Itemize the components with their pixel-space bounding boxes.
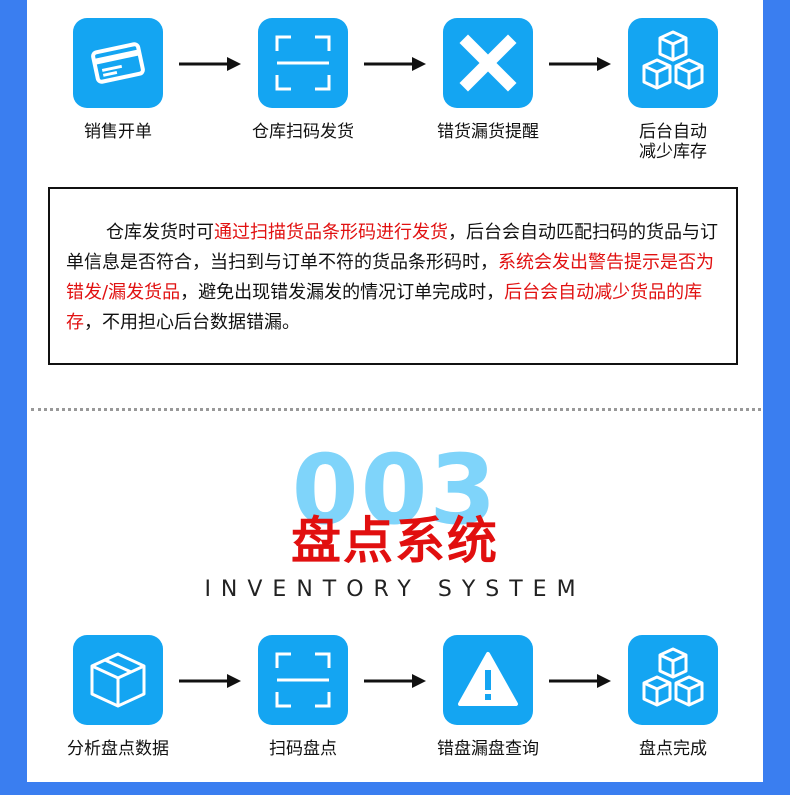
- step-label: 销售开单: [84, 122, 152, 142]
- scan-icon: [258, 635, 348, 725]
- desc-text: ，不用担心后台数据错漏。: [84, 312, 300, 333]
- step-label: 盘点完成: [639, 739, 707, 759]
- flow-step-analyze-data: 分析盘点数据: [53, 635, 183, 759]
- desc-highlight: 通过扫描货品条形码进行发货: [214, 222, 448, 243]
- box-icon: [73, 635, 163, 725]
- dotted-divider: [31, 408, 761, 411]
- step-label: 仓库扫码发货: [252, 122, 354, 142]
- warning-icon: [443, 635, 533, 725]
- flow-step-warehouse-scan: 仓库扫码发货: [238, 18, 368, 142]
- desc-highlight: 后台会自动减少货品的库存: [66, 282, 703, 333]
- flow-step-scan-count: 扫码盘点: [238, 635, 368, 759]
- arrow-right-icon: [549, 57, 611, 71]
- step-label: 扫码盘点: [269, 739, 337, 759]
- step-label: 错货漏货提醒: [437, 122, 539, 142]
- section-subtitle: INVENTORY SYSTEM: [204, 577, 586, 602]
- arrow-right-icon: [364, 674, 426, 688]
- arrow-right-icon: [179, 57, 241, 71]
- content-panel: 销售开单 仓库扫码发货: [27, 0, 763, 782]
- boxes-icon: [628, 18, 718, 108]
- description-box: 仓库发货时可通过扫描货品条形码进行发货，后台会自动匹配扫码的货品与订单信息是否符…: [48, 187, 738, 365]
- flow-step-sales-order: 销售开单: [53, 18, 183, 142]
- section-title: 盘点系统: [291, 512, 499, 570]
- step-label: 分析盘点数据: [67, 739, 169, 759]
- arrow-right-icon: [364, 57, 426, 71]
- boxes-icon: [628, 635, 718, 725]
- desc-text: ，后台会自动匹配扫码的货品与订单信息是否符合，当扫到与订单不符的货品条形码时，: [66, 222, 718, 273]
- step-label: 后台自动 减少库存: [639, 122, 707, 162]
- x-mark-icon: [443, 18, 533, 108]
- sales-flow: 销售开单 仓库扫码发货: [27, 18, 763, 178]
- card-icon: [73, 18, 163, 108]
- flow-step-error-alert: 错货漏货提醒: [423, 18, 553, 142]
- flow-step-reduce-stock: 后台自动 减少库存: [608, 18, 738, 162]
- flow-step-error-query: 错盘漏盘查询: [423, 635, 553, 759]
- scan-icon: [258, 18, 348, 108]
- arrow-right-icon: [549, 674, 611, 688]
- arrow-right-icon: [179, 674, 241, 688]
- section-number: 003: [291, 434, 499, 546]
- desc-text: 仓库发货时可: [106, 222, 214, 243]
- desc-highlight: 系统会发出警告提示是否为错发/漏发货品: [66, 252, 714, 303]
- inventory-flow: 分析盘点数据 扫码盘点: [27, 635, 763, 795]
- flow-step-count-complete: 盘点完成: [608, 635, 738, 759]
- step-label: 错盘漏盘查询: [437, 739, 539, 759]
- desc-text: ，避免出现错发漏发的情况订单完成时，: [180, 282, 505, 303]
